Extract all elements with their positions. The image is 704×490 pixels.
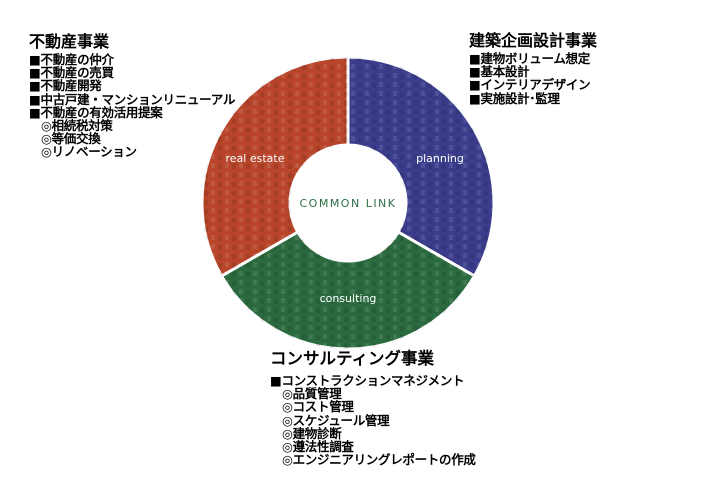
segment-label-consulting: consulting: [320, 292, 377, 305]
list-item: ■不動産の売買: [29, 65, 114, 81]
segment-texture-real-estate: [201, 57, 348, 276]
consulting-list: ■コンストラクションマネジメント ◎品質管理 ◎コスト管理 ◎スケジュール管理 …: [270, 373, 476, 468]
list-item: ◎スケジュール管理: [282, 412, 390, 428]
list-item: ◎品質管理: [282, 386, 342, 402]
list-item: ■不動産の有効活用提案: [29, 104, 163, 120]
list-item: ◎リノベーション: [41, 144, 137, 160]
center-label: COMMON LINK: [299, 197, 396, 210]
list-item: ◎エンジニアリングレポートの作成: [282, 452, 476, 468]
donut-hole: [290, 145, 406, 261]
list-item: ■実施設計･監理: [469, 90, 560, 106]
segment-label-planning: planning: [416, 152, 464, 165]
list-item: ◎遵法性調査: [282, 439, 354, 455]
real-estate-title: 不動産事業: [29, 32, 110, 51]
segment-texture-planning: [348, 57, 494, 276]
consulting-section: コンサルティング事業 ■コンストラクションマネジメント ◎品質管理 ◎コスト管理…: [270, 349, 476, 466]
list-item: ■不動産開発: [29, 78, 102, 94]
list-item: ◎コスト管理: [282, 399, 354, 415]
real-estate-list: ■不動産の仲介 ■不動産の売買 ■不動産開発 ■中古戸建・マンションリニューアル…: [29, 53, 235, 159]
segment-texture-consulting: [221, 232, 475, 349]
list-item: ◎等価交換: [41, 131, 101, 147]
list-item: ■建物ボリューム想定: [469, 51, 590, 66]
planning-list: ■建物ボリューム想定 ■基本設計 ■インテリアデザイン ■実施設計･監理: [469, 52, 597, 105]
list-item: ■中古戸建・マンションリニューアル: [29, 91, 236, 107]
list-item: ■コンストラクションマネジメント: [270, 373, 465, 388]
list-item: ■不動産の仲介: [29, 52, 114, 67]
planning-title: 建築企画設計事業: [469, 31, 598, 50]
segment-label-real-estate: real estate: [226, 152, 285, 165]
list-item: ◎建物診断: [282, 425, 342, 441]
real-estate-section: 不動産事業 ■不動産の仲介 ■不動産の売買 ■不動産開発 ■中古戸建・マンション…: [29, 32, 235, 159]
list-item: ■インテリアデザイン: [469, 77, 591, 93]
consulting-title: コンサルティング事業: [270, 349, 435, 368]
planning-section: 建築企画設計事業 ■建物ボリューム想定 ■基本設計 ■インテリアデザイン ■実施…: [469, 31, 597, 105]
list-item: ◎相続税対策: [41, 118, 113, 134]
list-item: ■基本設計: [469, 64, 530, 80]
segments-layer: [200, 55, 496, 351]
